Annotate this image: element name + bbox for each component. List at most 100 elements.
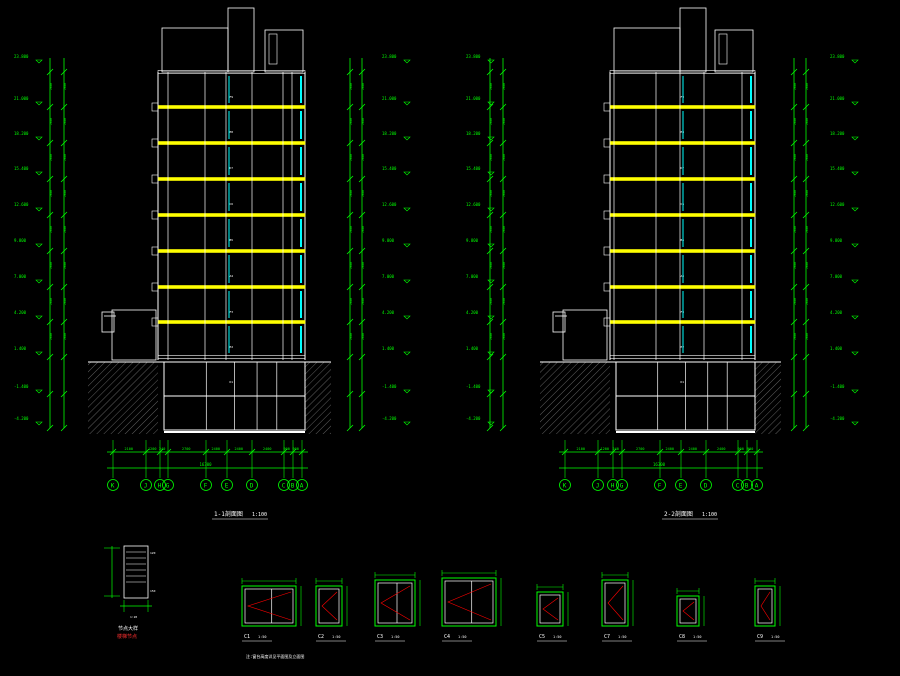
floor-slab bbox=[609, 105, 756, 109]
balcony-edge bbox=[603, 138, 611, 148]
dimension-tick bbox=[790, 353, 798, 361]
window-frame bbox=[374, 579, 416, 627]
dimension-value: 2400 bbox=[235, 447, 243, 451]
axis-bubble bbox=[278, 479, 290, 491]
dimension-tick bbox=[499, 175, 507, 183]
floor-height-dim: 2800 bbox=[349, 262, 353, 269]
dimension-tick bbox=[702, 448, 710, 456]
floor-height-dim: 2800 bbox=[805, 298, 809, 305]
dimension-tick bbox=[358, 390, 366, 398]
window-sash bbox=[444, 580, 494, 624]
entrance-canopy bbox=[111, 309, 157, 361]
room-tag: E2 bbox=[230, 345, 234, 349]
axis-label: F bbox=[204, 483, 208, 490]
floor-height-dim: 2800 bbox=[63, 262, 67, 269]
axis-label: B bbox=[745, 483, 749, 490]
elevation-label: 21.000 bbox=[466, 96, 481, 101]
window-label: C4 bbox=[444, 634, 450, 640]
soil-hatch-left bbox=[540, 362, 610, 434]
elevation-label: 18.200 bbox=[466, 131, 481, 136]
elevation-marker bbox=[487, 101, 495, 106]
room-tag: F3 bbox=[681, 310, 685, 314]
elevation-label: 4.200 bbox=[382, 310, 395, 315]
floor-height-dim: 2800 bbox=[63, 118, 67, 125]
axis-label: G bbox=[620, 483, 624, 490]
rooftop-machine-room bbox=[714, 29, 754, 73]
room-tag: F9 bbox=[230, 95, 234, 99]
dimension-tick bbox=[499, 318, 507, 326]
axis-bubble bbox=[559, 479, 571, 491]
axis-label: E bbox=[225, 483, 229, 490]
dimension-tick bbox=[164, 448, 172, 456]
rooftop-water-tank bbox=[679, 7, 707, 73]
floor-height-dim: 2800 bbox=[502, 333, 506, 340]
floor-height-dim: 2800 bbox=[349, 226, 353, 233]
elevation-marker bbox=[487, 171, 495, 176]
dimension-tick bbox=[802, 139, 810, 147]
dimension-value: 240 bbox=[613, 447, 619, 451]
window-opening-indicator bbox=[682, 601, 695, 621]
dimension-tick bbox=[358, 318, 366, 326]
window-sash bbox=[757, 588, 773, 624]
dimension-tick bbox=[486, 424, 494, 432]
floor-height-dim: 2800 bbox=[63, 190, 67, 197]
dimension-tick bbox=[358, 283, 366, 291]
elevation-label: 23.800 bbox=[830, 54, 845, 59]
floor-height-dim: 2800 bbox=[805, 333, 809, 340]
dimension-tick bbox=[346, 175, 354, 183]
axis-label: D bbox=[250, 483, 254, 490]
dimension-value: 2400 bbox=[717, 447, 725, 451]
elevation-marker bbox=[487, 243, 495, 248]
balcony-edge bbox=[603, 246, 611, 256]
soil-hatch-right bbox=[305, 362, 331, 434]
dimension-tick bbox=[802, 283, 810, 291]
window-opening-indicator bbox=[321, 591, 338, 621]
dimension-tick bbox=[358, 175, 366, 183]
elevation-label: 1.400 bbox=[830, 346, 843, 351]
axis-label: H bbox=[158, 483, 162, 490]
window-sash bbox=[539, 594, 561, 624]
elevation-marker bbox=[35, 315, 43, 320]
floor-height-dim: 2800 bbox=[793, 83, 797, 90]
floor-height-dim: 2800 bbox=[361, 154, 365, 161]
elevation-label: 7.000 bbox=[466, 274, 479, 279]
room-tag: A4 bbox=[681, 274, 685, 278]
axis-label: F bbox=[658, 483, 662, 490]
floor-height-dim: 2800 bbox=[502, 154, 506, 161]
window-label: C2 bbox=[318, 634, 324, 640]
window-opening-indicator bbox=[380, 585, 411, 621]
floor-height-dim: 2800 bbox=[805, 154, 809, 161]
dimension-value: 2400 bbox=[263, 447, 271, 451]
balcony-edge bbox=[151, 102, 159, 112]
dimension-tick bbox=[802, 390, 810, 398]
elevation-marker bbox=[35, 101, 43, 106]
window-label: C3 bbox=[377, 634, 383, 640]
axis-label: G bbox=[166, 483, 170, 490]
elevation-label: 12.600 bbox=[830, 202, 845, 207]
elevation-label: 1.400 bbox=[14, 346, 27, 351]
window-frame bbox=[441, 577, 497, 627]
section-1-1: F9E8D7C6B5A4F3E2D12800280028002800280028… bbox=[14, 7, 411, 491]
room-tag: E8 bbox=[681, 130, 685, 134]
window-scale: 1:50 bbox=[771, 635, 779, 639]
elevation-label: 23.800 bbox=[382, 54, 397, 59]
dimension-tick bbox=[358, 68, 366, 76]
dimension-value: 900 bbox=[284, 447, 290, 451]
room-tag: A4 bbox=[230, 274, 234, 278]
rooftop-machine-room bbox=[264, 29, 304, 73]
floor-height-dim: 2800 bbox=[489, 154, 493, 161]
elevation-marker bbox=[403, 351, 411, 356]
rooftop-stair-block bbox=[161, 27, 229, 73]
floor-height-dim: 2800 bbox=[349, 154, 353, 161]
elevation-marker bbox=[487, 136, 495, 141]
dimension-tick bbox=[486, 139, 494, 147]
floor-height-dim: 2800 bbox=[63, 83, 67, 90]
room-tag: D1 bbox=[681, 380, 685, 384]
dimension-tick bbox=[60, 353, 68, 361]
floor-height-dim: 2800 bbox=[489, 226, 493, 233]
dimension-tick bbox=[561, 448, 569, 456]
floor-height-dim: 2800 bbox=[49, 226, 53, 233]
axis-bubble bbox=[162, 479, 174, 491]
elevation-marker bbox=[487, 279, 495, 284]
